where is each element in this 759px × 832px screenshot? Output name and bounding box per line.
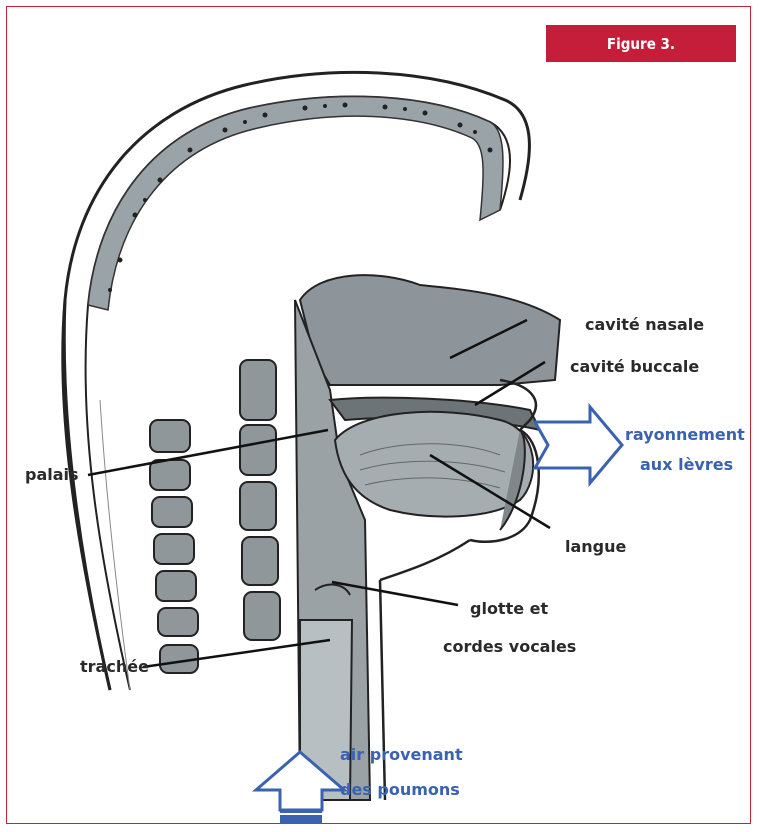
label-cavite-nasale: cavité nasale [585,315,704,334]
label-cavite-buccale: cavité buccale [570,357,699,376]
label-trachee: trachée [80,657,149,676]
label-rayonnement-2: aux lèvres [640,455,733,474]
nasal-oral-tract [295,275,560,800]
label-air-2: des poumons [340,780,460,799]
label-glotte-2: cordes vocales [443,637,576,656]
label-rayonnement-1: rayonnement [625,425,745,444]
label-air-1: air provenant [340,745,463,764]
label-palais: palais [25,465,79,484]
label-glotte-1: glotte et [470,599,549,618]
rayonnement-arrow [535,407,622,483]
label-langue: langue [565,537,627,556]
